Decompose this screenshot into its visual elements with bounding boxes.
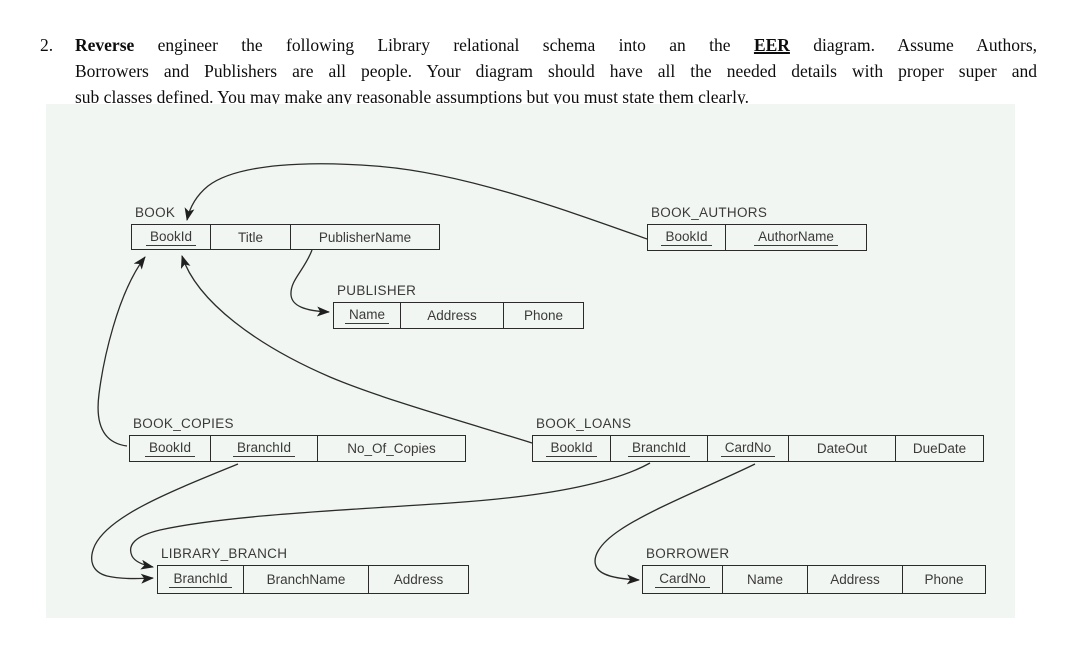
column-label: DateOut [816,441,868,456]
column-label: BranchId [232,440,296,457]
table-book-title: BOOK [135,205,176,220]
word-reverse-bold: Reverse [75,35,135,55]
table-book-col-title: Title [211,225,291,249]
table-book-copies-col-branchid: BranchId [211,436,318,461]
question-text: Reverse engineer the following Library r… [75,32,1037,110]
question-line-2: Borrowers and Publishers are all people.… [75,61,1037,81]
column-label: BranchId [169,571,232,588]
column-label: Address [830,572,880,587]
column-label: Name [344,307,389,324]
table-library-branch: LIBRARY_BRANCH BranchId BranchName Addre… [157,546,469,594]
column-label: Phone [924,572,964,587]
question-line-3: sub classes defined. You may make any re… [75,84,1037,110]
table-book-col-publishername: PublisherName [291,225,439,249]
table-book-authors-title: BOOK_AUTHORS [651,205,768,220]
table-library-branch-title: LIBRARY_BRANCH [161,546,288,561]
table-book-authors: BOOK_AUTHORS BookId AuthorName [647,205,867,251]
question-line-1: Reverse engineer the following Library r… [75,32,1037,58]
table-publisher: PUBLISHER Name Address Phone [333,283,584,329]
column-label: BranchName [266,572,346,587]
column-label: AuthorName [754,229,838,246]
column-label: No_Of_Copies [347,441,436,456]
table-book-copies-col-bookid: BookId [130,436,211,461]
column-label: PublisherName [318,229,412,245]
column-label: BookId [145,229,197,246]
column-label: BookId [661,229,712,246]
column-label: BookId [546,440,597,457]
column-label: BookId [144,440,196,457]
table-book-loans-col-branchid: BranchId [611,436,708,461]
table-book-loans-col-bookid: BookId [533,436,611,461]
table-book-copies-title: BOOK_COPIES [133,416,234,431]
table-borrower-col-phone: Phone [903,566,985,593]
question-line1-text-a: engineer the following Library relationa… [134,35,754,55]
column-label: Address [427,308,477,323]
table-book-authors-col-bookid: BookId [648,225,726,250]
table-library-branch-col-branchname: BranchName [244,566,369,593]
word-eer-bold-underline: EER [753,35,790,55]
table-book-authors-col-authorname: AuthorName [726,225,866,250]
table-publisher-col-address: Address [401,303,504,328]
table-book-loans: BOOK_LOANS BookId BranchId CardNo DateOu… [532,416,984,462]
column-label: Name [746,572,783,587]
question-line3-text-a: sub classes defined. You may make any re… [75,87,436,107]
column-label: CardNo [720,440,776,457]
table-book-loans-col-cardno: CardNo [708,436,789,461]
schema-diagram-panel [46,104,1015,618]
question-number: 2. [40,35,54,55]
table-borrower-col-address: Address [808,566,903,593]
column-label: DueDate [912,441,967,456]
column-label: Address [393,572,444,587]
column-label: BranchId [627,440,691,457]
column-label: CardNo [655,571,710,588]
table-book-loans-col-duedate: DueDate [896,436,983,461]
table-borrower-title: BORROWER [646,546,730,561]
table-borrower: BORROWER CardNo Name Address Phone [642,546,986,594]
table-book-col-bookid: BookId [132,225,211,249]
column-label: Title [237,229,263,245]
question-line1-text-b: diagram. Assume Authors, [789,35,1037,55]
table-library-branch-col-address: Address [369,566,468,593]
table-publisher-title: PUBLISHER [337,283,417,298]
table-publisher-col-phone: Phone [504,303,583,328]
table-book-copies: BOOK_COPIES BookId BranchId No_Of_Copies [129,416,466,462]
table-book-copies-col-no-of-copies: No_Of_Copies [318,436,465,461]
column-label: Phone [523,308,564,323]
table-book: BOOK BookId Title PublisherName [131,205,440,250]
table-book-loans-col-dateout: DateOut [789,436,896,461]
table-library-branch-col-branchid: BranchId [158,566,244,593]
table-publisher-col-name: Name [334,303,401,328]
question-line3-text-b: but you must state them clearly. [522,87,749,107]
table-borrower-col-cardno: CardNo [643,566,723,593]
table-borrower-col-name: Name [723,566,808,593]
table-book-loans-title: BOOK_LOANS [536,416,632,431]
